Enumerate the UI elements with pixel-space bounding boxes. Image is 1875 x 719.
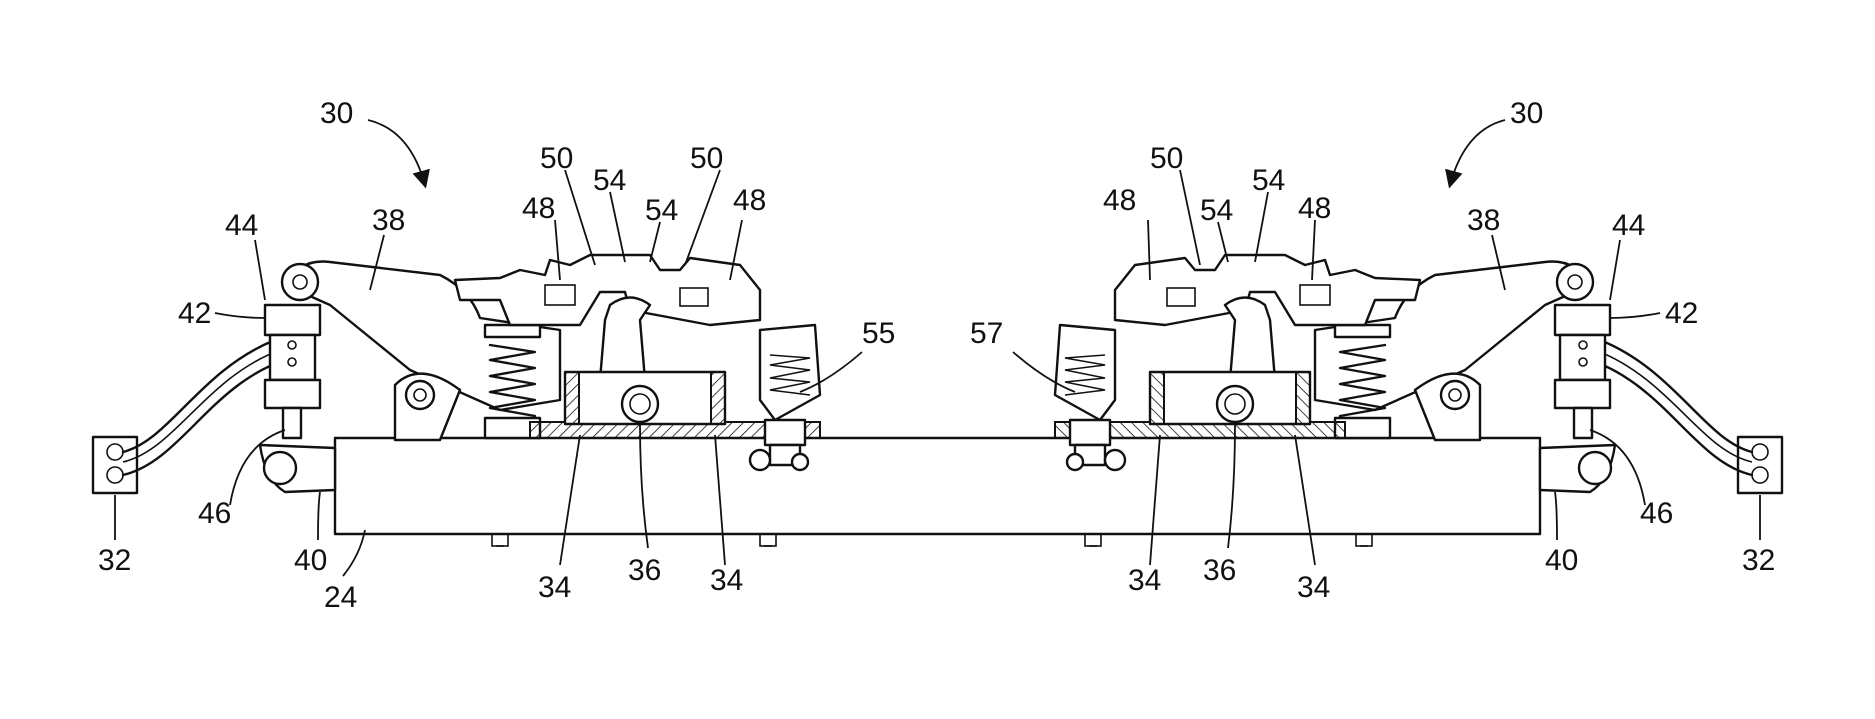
- label-57: 57: [970, 317, 1003, 350]
- label-48-right-b: 48: [1298, 192, 1331, 225]
- axle-beam: [335, 438, 1540, 546]
- label-36-left: 36: [628, 554, 661, 587]
- label-38-left: 38: [372, 204, 405, 237]
- reference-labels: 30 30 50 50 50 54 54 54 54 48 48 48 48 4…: [98, 97, 1775, 614]
- label-48-left-a: 48: [522, 192, 555, 225]
- label-42-right: 42: [1665, 297, 1698, 330]
- label-55: 55: [862, 317, 895, 350]
- label-46-left: 46: [198, 497, 231, 530]
- label-32-left: 32: [98, 544, 131, 577]
- label-32-right: 32: [1742, 544, 1775, 577]
- label-40-right: 40: [1545, 544, 1578, 577]
- label-34-left-b: 34: [710, 564, 743, 597]
- label-24: 24: [324, 581, 357, 614]
- label-42-left: 42: [178, 297, 211, 330]
- label-48-left-b: 48: [733, 184, 766, 217]
- label-34-right-a: 34: [1128, 564, 1161, 597]
- label-54-left-b: 54: [645, 194, 678, 227]
- label-50-left-a: 50: [540, 142, 573, 175]
- label-50-right: 50: [1150, 142, 1183, 175]
- label-38-right: 38: [1467, 204, 1500, 237]
- label-30-left: 30: [320, 97, 353, 130]
- label-34-left-a: 34: [538, 571, 571, 604]
- label-34-right-b: 34: [1297, 571, 1330, 604]
- label-48-right-a: 48: [1103, 184, 1136, 217]
- label-50-left-b: 50: [690, 142, 723, 175]
- label-30-right: 30: [1510, 97, 1543, 130]
- label-44-right: 44: [1612, 209, 1645, 242]
- left-mount-plate: [93, 437, 137, 493]
- label-46-right: 46: [1640, 497, 1673, 530]
- label-54-right-a: 54: [1200, 194, 1233, 227]
- label-54-right-b: 54: [1252, 164, 1285, 197]
- label-36-right: 36: [1203, 554, 1236, 587]
- label-44-left: 44: [225, 209, 258, 242]
- label-54-left-a: 54: [593, 164, 626, 197]
- label-40-left: 40: [294, 544, 327, 577]
